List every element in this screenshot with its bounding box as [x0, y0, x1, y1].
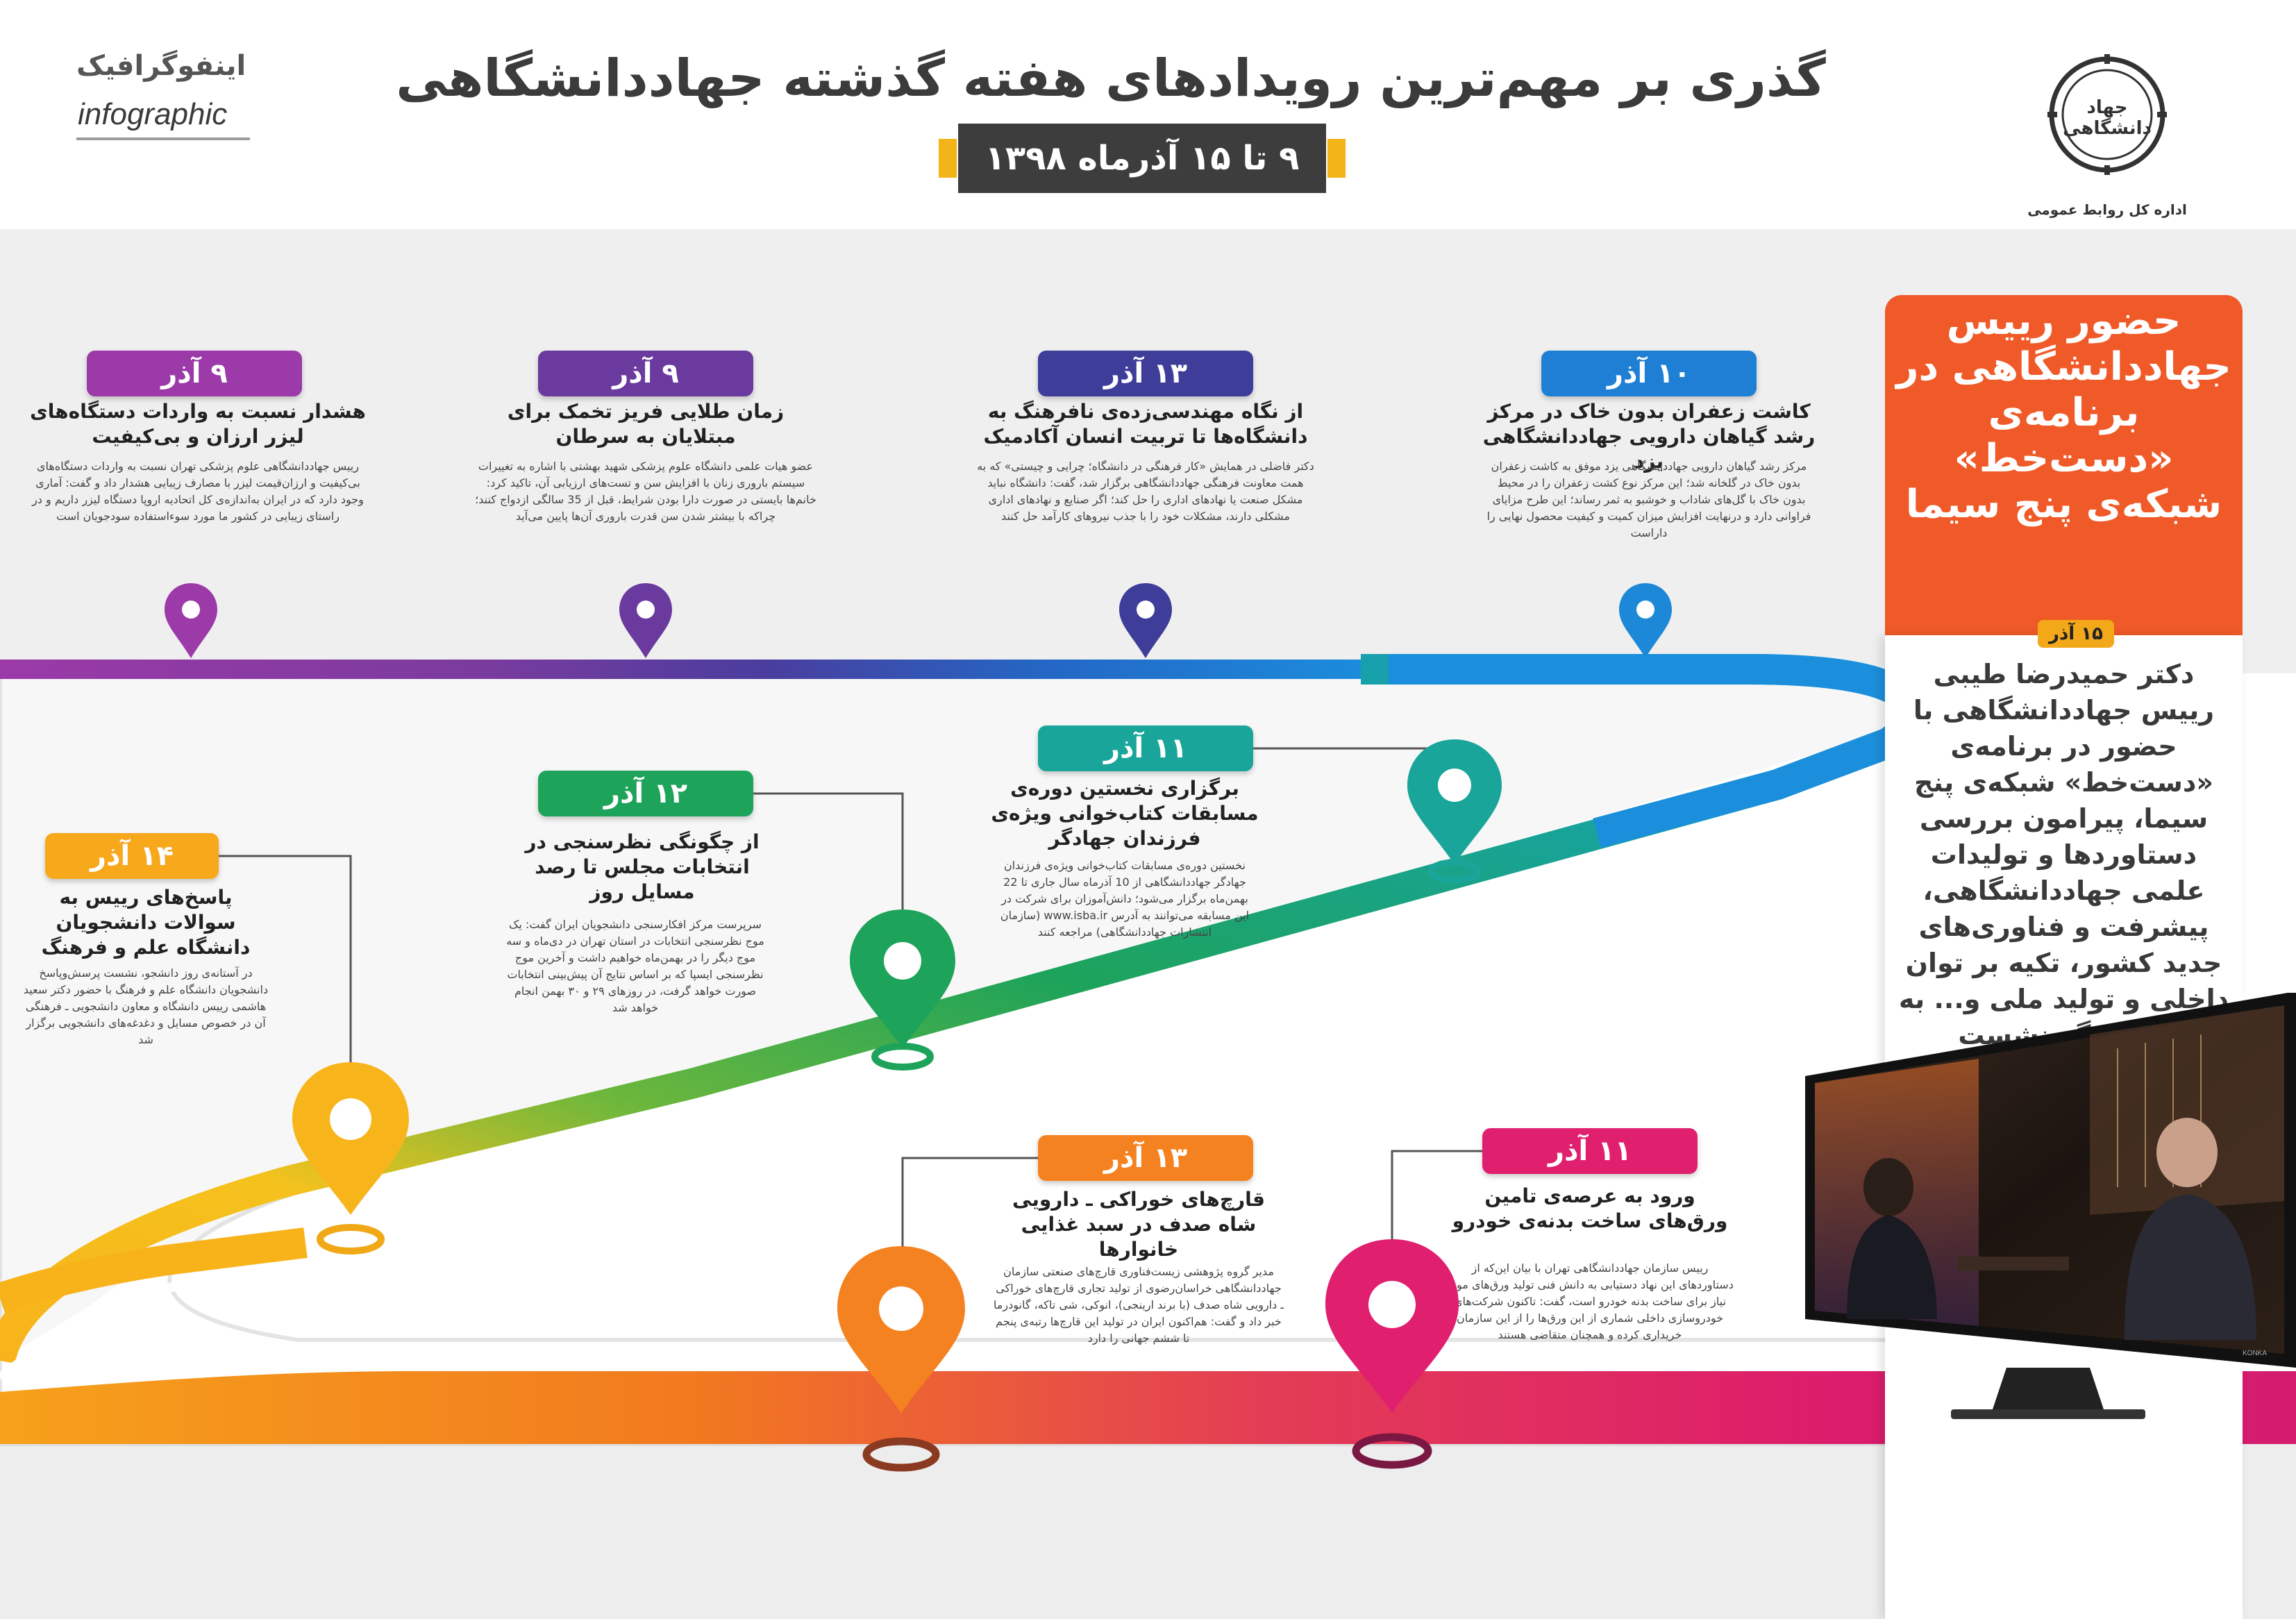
date-tab-left [939, 139, 957, 178]
page-title: گذری بر مهم‌ترین رویدادهای هفته گذشته جه… [396, 49, 1826, 108]
tv-studio-image: KONKA [1805, 993, 2296, 1419]
logo-caption: اداره کل روابط عمومی [2027, 201, 2187, 218]
featured-title: حضور رییس جهاددانشگاهی در برنامه‌ی «دست‌… [1896, 299, 2231, 527]
event-body: دکتر فاضلی در همایش «کار فرهنگی در دانشگ… [977, 460, 1314, 523]
event-date-badge: ۱۱ آذر [1038, 725, 1253, 771]
date-tab-right [1327, 139, 1346, 178]
map-pin-icon [1407, 739, 1502, 864]
divider [76, 137, 250, 140]
map-pin-icon [1119, 583, 1172, 658]
map-pin-icon [619, 583, 672, 658]
event-title: زمان طلایی فریز تخمک برای مبتلایان به سر… [507, 400, 785, 448]
event-date-badge: ۱۳ آذر [1038, 1135, 1253, 1181]
featured-description: دکتر حمیدرضا طیبی رییس جهاددانشگاهی با ح… [1898, 659, 2229, 1050]
map-pin-icon [850, 909, 955, 1048]
date-range: ۹ تا ۱۵ آذرماه ۱۳۹۸ [958, 124, 1326, 193]
map-pin-icon [165, 583, 217, 658]
event-date-badge: ۱۴ آذر [45, 833, 219, 879]
event-date-badge: ۱۲ آذر [538, 771, 753, 816]
infographic-label-fa: اینفوگرافیک [76, 50, 246, 82]
featured-panel-header [1885, 295, 2243, 635]
event-date-badge: ۱۱ آذر [1482, 1128, 1698, 1174]
event-body: رییس سازمان جهاددانشگاهی تهران با بیان ا… [1446, 1261, 1734, 1341]
event-body: مدیر گروه پژوهشی زیست‌فناوری قارچ‌های صن… [993, 1265, 1284, 1345]
event-body: رییس جهاددانشگاهی علوم پزشکی تهران نسبت … [32, 460, 364, 523]
event-date-badge: ۱۳ آذر [1038, 351, 1253, 396]
event-body: مرکز رشد گیاهان دارویی جهاددانشگاهی یزد … [1486, 460, 1811, 539]
logo-text: جهاد دانشگاهی [2063, 97, 2152, 139]
event-date-badge: ۹ آذر [87, 351, 302, 396]
event-body: در آستانه‌ی روز دانشجو، نشست پرسش‌وپاسخ … [23, 966, 269, 1046]
featured-date-badge: ۱۵ آذر [2038, 620, 2114, 648]
jahad-daneshgahi-logo [2047, 54, 2167, 175]
event-title: پاسخ‌های رییس به سوالات دانشجویان دانشگا… [41, 886, 251, 959]
event-body: سرپرست مرکز افکارسنجی دانشجویان ایران گف… [506, 918, 764, 1014]
tv-brand: KONKA [2243, 1350, 2267, 1357]
event-date-badge: ۹ آذر [538, 351, 753, 396]
map-pin-icon [837, 1246, 965, 1413]
map-pin-icon [1325, 1239, 1459, 1413]
map-pin-icon [292, 1062, 409, 1215]
event-title: کاشت زعفران بدون خاک در مرکز رشد گیاهان … [1482, 400, 1816, 473]
map-pin-icon [1619, 583, 1672, 658]
event-body: عضو هیات علمی دانشگاه علوم پزشکی شهید به… [475, 460, 816, 523]
event-title: ورود به عرصه‌ی تامین ورق‌های ساخت بدنه‌ی… [1452, 1184, 1728, 1232]
event-title: برگزاری نخستین دوره‌ی مسابقات کتاب‌خوانی… [991, 777, 1259, 850]
event-title: از نگاه مهندسی‌زده‌ی نافرهنگ به دانشگاه‌… [983, 400, 1308, 448]
infographic-label-en: infographic [78, 97, 228, 131]
event-date-badge: ۱۰ آذر [1541, 351, 1757, 396]
event-body: نخستین دوره‌ی مسابقات کتاب‌خوانی ویژه‌ی … [1000, 859, 1250, 939]
event-title: از چگونگی نظرسنجی در انتخابات مجلس تا رص… [525, 830, 760, 903]
event-title: قارچ‌های خوراکی ـ دارویی شاه صدف در سبد … [1012, 1188, 1265, 1261]
event-title: هشدار نسبت به واردات دستگاه‌های لیزر ارز… [30, 400, 366, 448]
